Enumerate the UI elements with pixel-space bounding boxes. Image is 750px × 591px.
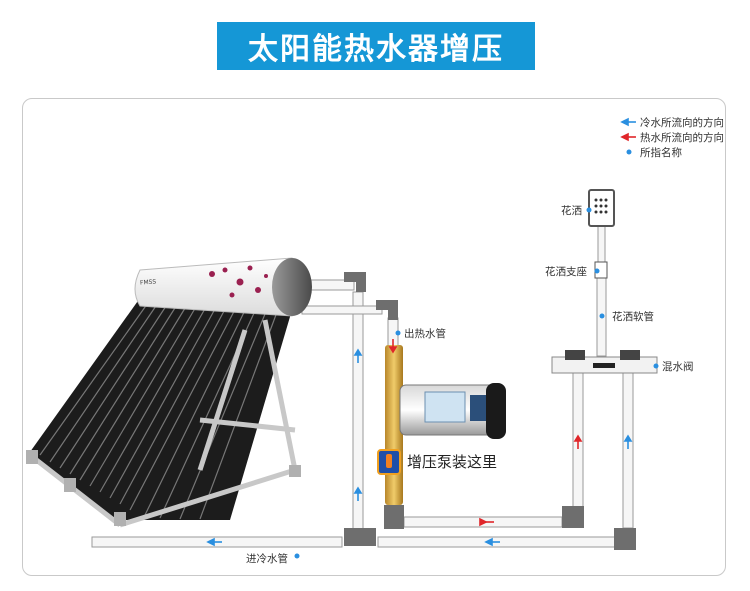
mixing-valve [551, 350, 658, 374]
legend-named-label: 所指名称 [640, 147, 682, 159]
label-shower-head: 花洒 [561, 205, 582, 217]
pump-sticker [424, 391, 466, 423]
frame-foot [64, 478, 76, 492]
legend-hot-arrow [620, 132, 629, 142]
water-tank [134, 257, 293, 317]
dot-cold-inlet [294, 553, 300, 559]
elbow-fitting [376, 300, 398, 320]
label-shower-hose: 花洒软管 [612, 311, 654, 323]
shower-head [588, 189, 615, 279]
legend-cold: 冷水所流向的方向 [640, 115, 724, 130]
pointer-dots [294, 149, 659, 559]
hot-arrow [479, 517, 488, 527]
pipe-segment [301, 305, 383, 315]
frame-foot [26, 450, 38, 464]
dot-mixing-valve [653, 363, 659, 369]
label-shower-mount: 花洒支座 [545, 266, 587, 278]
tank-floral-pattern [209, 265, 268, 298]
label-cold-inlet-pipe: 进冷水管 [246, 553, 288, 565]
solar-water-heater [26, 257, 312, 528]
valve-handle [620, 350, 640, 360]
dot-hot-outlet [395, 330, 401, 336]
elbow-fitting [344, 528, 376, 546]
booster-pump [377, 345, 506, 505]
legend-named: 所指名称 [640, 145, 682, 160]
frame-foot [114, 512, 126, 526]
elbow-fitting [384, 505, 404, 529]
legend-dot [626, 149, 632, 155]
label-hot-outlet-pipe: 出热水管 [404, 328, 446, 340]
elbow-fitting [562, 506, 584, 528]
pipe-segment [622, 371, 634, 529]
valve-slot [593, 363, 615, 368]
legend-cold-label: 冷水所流向的方向 [640, 117, 724, 129]
legend-hot-label: 热水所流向的方向 [640, 132, 724, 144]
tank-end-cap [272, 258, 312, 316]
elbow-fitting [344, 272, 366, 292]
page-title: 太阳能热水器增压 [248, 32, 504, 67]
valve-handle [565, 350, 585, 360]
shower-head-body [588, 189, 615, 227]
frame-foot [289, 465, 301, 477]
heater-brand: FMSS [139, 278, 157, 287]
pump-motor-cap [486, 383, 506, 439]
dot-shower-head [586, 207, 592, 213]
pipe-elbows [344, 272, 636, 550]
flow-arrows [206, 117, 636, 547]
diagram-panel [22, 98, 726, 576]
support-frame [28, 319, 298, 528]
legend-hot: 热水所流向的方向 [640, 130, 724, 145]
pipe-segment [597, 225, 606, 267]
legend-cold-arrow [620, 117, 629, 127]
dot-shower-mount [594, 268, 600, 274]
dot-shower-hose [599, 313, 605, 319]
title-banner: 太阳能热水器增压 [217, 22, 535, 70]
label-pump-location: 增压泵装这里 [407, 453, 498, 471]
label-mixing-valve: 混水阀 [662, 361, 694, 373]
elbow-fitting [614, 528, 636, 550]
vacuum-tube-array [30, 294, 292, 520]
